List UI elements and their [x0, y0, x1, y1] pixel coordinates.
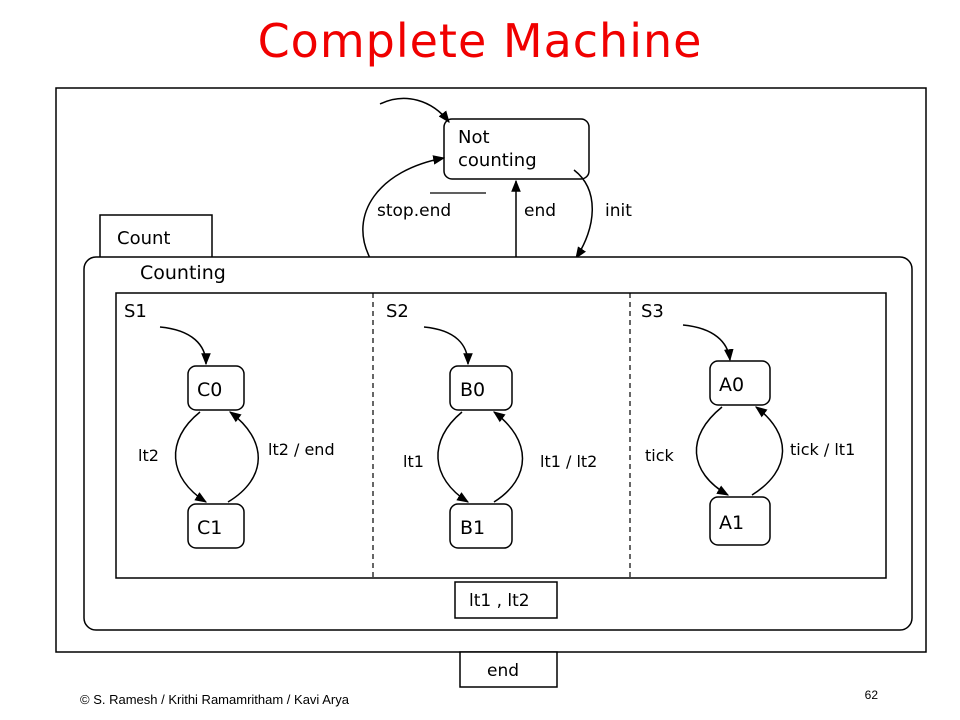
lt-tab-label: lt1 , lt2: [469, 591, 530, 611]
initial-arrow-a0: [682, 324, 734, 362]
label-lt2: lt2: [138, 446, 159, 465]
transition-b0-b1: [437, 411, 470, 503]
state-c0-label: C0: [197, 379, 222, 401]
state-not-counting-label-1: Not: [458, 127, 490, 148]
state-a0: [709, 360, 771, 406]
region-s3-label: S3: [641, 301, 664, 322]
transition-c0-c1: [174, 411, 208, 503]
count-tab-label: Count: [117, 228, 170, 249]
state-b0-label: B0: [460, 379, 485, 401]
state-counting: [83, 256, 913, 631]
footer-copyright: © S. Ramesh / Krithi Ramamritham / Kavi …: [80, 692, 349, 707]
transition-a0-a1: [695, 406, 730, 496]
state-counting-label: Counting: [140, 262, 226, 284]
transition-stop-end: [362, 155, 446, 259]
state-a1-label: A1: [719, 512, 744, 534]
initial-arrow-c0: [159, 326, 211, 366]
label-end: end: [524, 201, 556, 221]
state-a1: [709, 496, 771, 546]
state-not-counting-label-2: counting: [458, 150, 537, 171]
transition-init: [573, 169, 593, 259]
region-s1-label: S1: [124, 301, 147, 322]
count-tab: [99, 214, 213, 259]
state-b1-label: B1: [460, 517, 485, 539]
label-init: init: [605, 201, 632, 221]
label-lt1-lt2: lt1 / lt2: [540, 452, 597, 471]
page-number: 62: [864, 688, 878, 702]
state-not-counting: [443, 118, 590, 180]
state-c0: [187, 365, 245, 411]
region-s2-label: S2: [386, 301, 409, 322]
state-a0-label: A0: [719, 374, 744, 396]
transition-c1-c0: [227, 411, 259, 503]
initial-arrow-not-counting: [379, 97, 450, 123]
page-title: Complete Machine: [257, 14, 703, 68]
initial-arrow-b0: [423, 326, 473, 366]
transition-b1-b0: [493, 411, 524, 503]
label-lt2-end: lt2 / end: [268, 440, 335, 459]
label-tick-lt1: tick / lt1: [790, 440, 855, 459]
concurrent-region-box: [115, 292, 887, 579]
state-b0: [449, 365, 513, 411]
state-c1: [187, 503, 245, 549]
state-b1: [449, 503, 513, 549]
label-stop-end: stop.end: [377, 201, 451, 221]
label-tick: tick: [645, 446, 675, 465]
lt-tab: [454, 581, 558, 619]
end-tab: [459, 651, 558, 688]
label-lt1: lt1: [403, 452, 424, 471]
end-tab-label: end: [487, 661, 519, 681]
state-c1-label: C1: [197, 517, 222, 539]
transition-a1-a0: [751, 406, 784, 496]
